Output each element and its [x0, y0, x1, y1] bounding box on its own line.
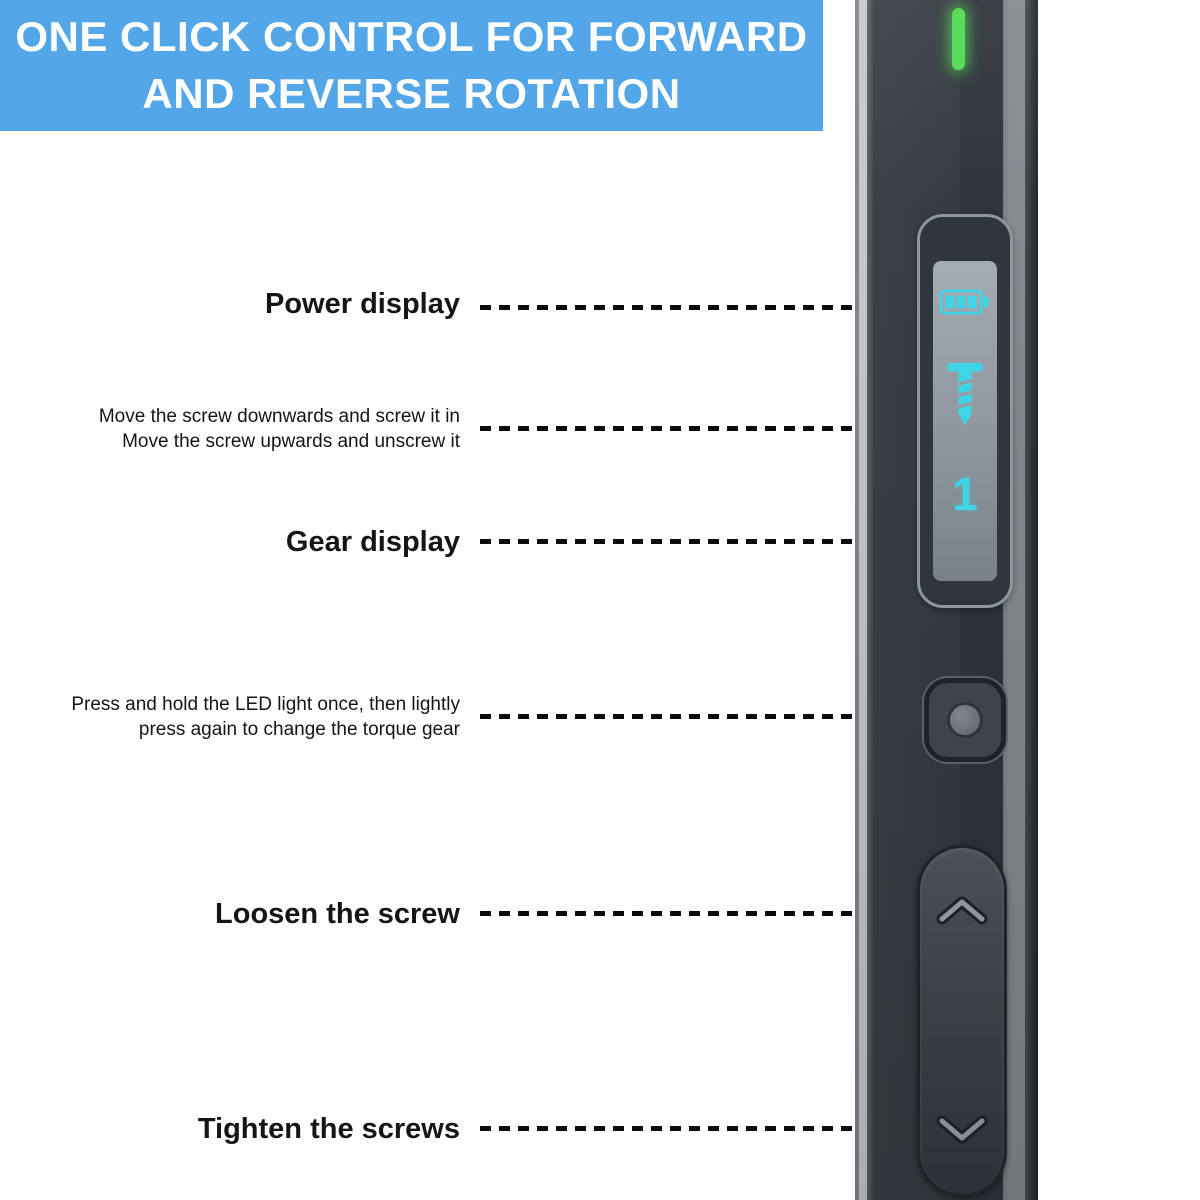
display-screen: 1	[933, 261, 997, 581]
leader-line-gear	[480, 539, 904, 544]
leader-line-power	[480, 305, 904, 310]
leader-line-loosen	[480, 911, 904, 916]
callout-screw-line-2: Move the screw upwards and unscrew it	[122, 431, 460, 453]
callout-screw-line-1: Move the screw downwards and screw it in	[98, 406, 460, 427]
chevron-down-icon	[936, 1115, 988, 1144]
battery-level-icon	[939, 289, 989, 315]
display-panel-bezel: 1	[917, 214, 1013, 608]
led-torque-button	[924, 678, 1006, 762]
callout-power-display: Power display	[264, 288, 460, 320]
leader-line-led	[480, 714, 904, 719]
leader-line-screw	[480, 426, 904, 431]
screwdriver-body: 1	[855, 0, 1038, 1200]
callout-tighten-screws: Tighten the screws	[197, 1113, 460, 1145]
banner-line-2: AND REVERSE ROTATION	[142, 69, 681, 117]
leader-line-tighten	[480, 1126, 904, 1131]
title-banner: ONE CLICK CONTROL FOR FORWARD AND REVERS…	[0, 0, 823, 131]
power-led-indicator	[952, 8, 965, 70]
callout-screw-direction: Move the screw downwards and screw it in…	[99, 404, 460, 454]
callout-loosen-screw: Loosen the screw	[215, 898, 460, 930]
callout-led-line-1: Press and hold the LED light once, then …	[71, 694, 460, 715]
led-button-circle	[947, 702, 983, 738]
banner-line-1: ONE CLICK CONTROL FOR FORWARD	[15, 13, 808, 61]
chevron-up-icon	[936, 896, 988, 925]
callout-gear-display: Gear display	[285, 526, 460, 558]
screw-direction-icon	[947, 363, 983, 426]
rocker-switch	[917, 845, 1007, 1197]
callout-led-line-2: press again to change the torque gear	[138, 719, 460, 741]
callout-led-torque: Press and hold the LED light once, then …	[71, 692, 460, 742]
gear-number: 1	[952, 468, 978, 520]
